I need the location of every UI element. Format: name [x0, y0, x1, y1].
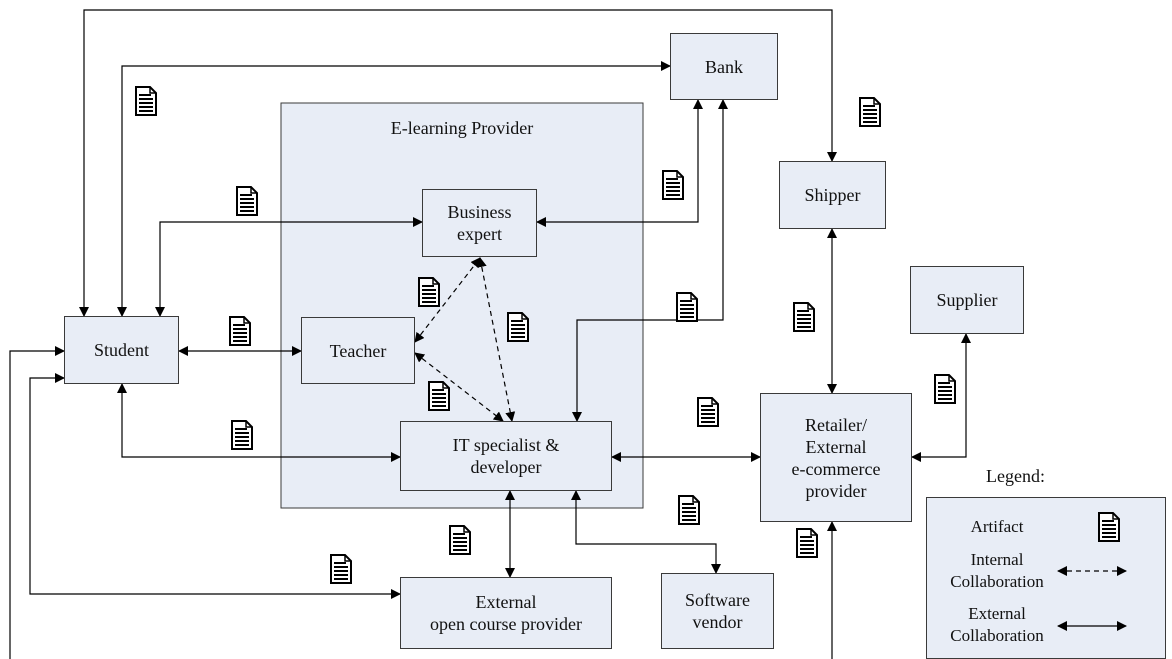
- connector-retailer-supplier: [911, 333, 971, 462]
- business-expert-node[interactable]: Business expert: [422, 189, 537, 257]
- connector-student-shipper: [79, 9, 837, 317]
- legend-title: Legend:: [986, 466, 1045, 486]
- supplier-node[interactable]: Supplier: [910, 266, 1024, 334]
- student-node[interactable]: Student: [64, 316, 179, 384]
- software-vendor-node[interactable]: Software vendor: [661, 573, 774, 649]
- connector-student-bank: [117, 61, 671, 317]
- external-course-provider-node[interactable]: External open course provider: [400, 577, 612, 649]
- retailer-node[interactable]: Retailer/ External e-commerce provider: [760, 393, 912, 522]
- connector-bank-it: [572, 99, 728, 422]
- artifact-icon: [231, 420, 253, 450]
- legend-internal-label: Internal Collaboration: [950, 550, 1044, 591]
- connector-student-business-expert: [155, 217, 423, 317]
- it-specialist-node[interactable]: IT specialist & developer: [400, 421, 612, 491]
- artifact-icon: [330, 554, 352, 584]
- artifact-icon: [507, 312, 529, 342]
- connector-edge-student: [9, 346, 65, 659]
- artifact-icon: [796, 528, 818, 558]
- legend-artifact-icon: [1098, 512, 1120, 542]
- artifact-icon: [676, 292, 698, 322]
- shipper-node[interactable]: Shipper: [779, 161, 886, 229]
- artifact-icon: [135, 86, 157, 116]
- artifact-icon: [662, 170, 684, 200]
- connector-it-software-vendor: [571, 490, 721, 574]
- legend-external-label: External Collaboration: [950, 604, 1044, 645]
- artifact-icon: [934, 374, 956, 404]
- bank-node[interactable]: Bank: [670, 33, 778, 100]
- artifact-icon: [236, 186, 258, 216]
- artifact-icon: [793, 302, 815, 332]
- artifact-icon: [428, 381, 450, 411]
- artifact-icon: [418, 277, 440, 307]
- connector-business-expert-it: [476, 257, 516, 422]
- teacher-node[interactable]: Teacher: [301, 317, 415, 384]
- legend-artifact-label: Artifact: [970, 517, 1024, 536]
- connector-student-external-course: [29, 373, 401, 599]
- e-learning-provider-title: E-learning Provider: [390, 118, 534, 138]
- artifact-icon: [697, 397, 719, 427]
- artifact-icon: [229, 316, 251, 346]
- artifact-icon: [678, 495, 700, 525]
- artifact-icon: [859, 97, 881, 127]
- artifact-icon: [449, 525, 471, 555]
